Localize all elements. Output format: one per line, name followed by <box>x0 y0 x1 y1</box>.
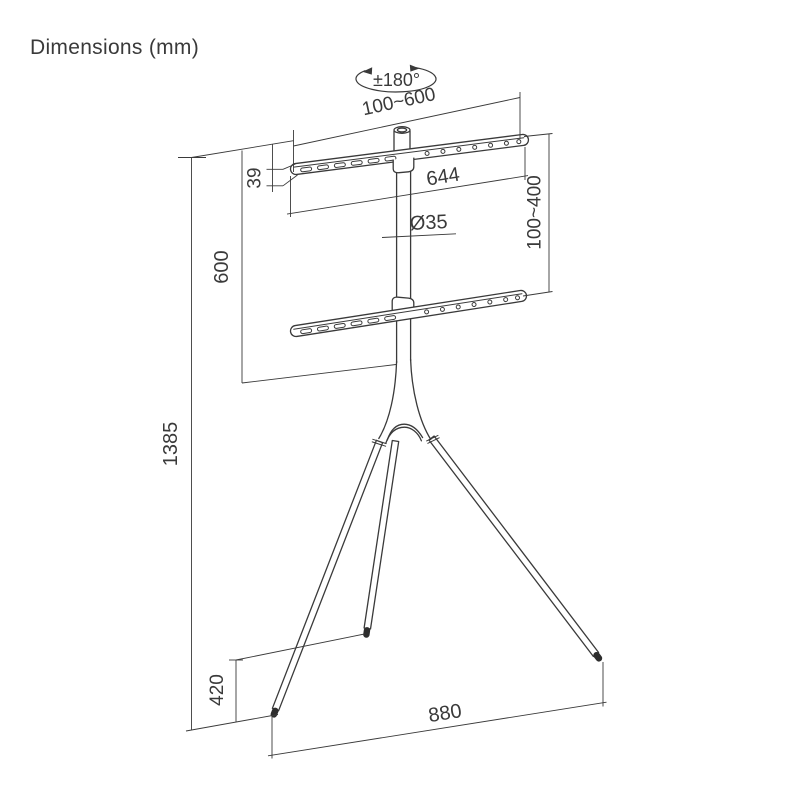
dim-rear-foot-height: 420 <box>207 633 365 722</box>
dim-upper-column-height: 600 <box>211 150 397 384</box>
center-pole <box>393 126 411 152</box>
page-title: Dimensions (mm) <box>30 36 199 59</box>
total-height-label: 1385 <box>160 422 182 467</box>
bracket-holes <box>424 139 522 156</box>
rotation-range-label: ±180° <box>373 70 420 90</box>
dim-bracket-vertical-range: 100~400 <box>522 133 553 297</box>
front-left-leg <box>271 439 384 712</box>
dim-bracket-end-height: 39 <box>245 144 298 192</box>
foot-cap <box>363 627 371 638</box>
rotation-arrow-icon <box>362 67 373 75</box>
front-right-leg <box>428 435 600 658</box>
rotation-arrow-icon <box>409 64 420 72</box>
center-pole-lower <box>395 318 412 364</box>
rear-leg <box>363 439 400 630</box>
upper-column-height-label: 600 <box>211 250 233 283</box>
dim-pole-diameter: Ø35 <box>381 211 457 238</box>
bracket-length-label: 644 <box>425 164 461 191</box>
rear-foot-height-label: 420 <box>207 674 228 706</box>
bracket-slots <box>300 155 397 173</box>
tripod-junction <box>371 358 440 447</box>
tripod-legs <box>270 435 603 718</box>
center-pole-mid <box>395 170 412 301</box>
rotation-indicator: ±180° <box>355 64 437 93</box>
foot-cap <box>270 707 279 718</box>
foot-cap <box>593 651 603 662</box>
dim-base-width: 880 <box>267 662 607 759</box>
dim-total-height: 1385 <box>160 140 294 732</box>
bracket-slots <box>300 315 397 335</box>
bracket-holes <box>424 295 521 315</box>
pole-diameter-label: Ø35 <box>409 211 448 235</box>
bracket-vertical-range-label: 100~400 <box>525 175 546 250</box>
base-width-label: 880 <box>427 700 463 727</box>
pole-collar-top <box>392 157 415 174</box>
bracket-end-height-label: 39 <box>245 167 266 188</box>
dim-bracket-length: 644 <box>286 147 529 217</box>
top-vesa-bracket <box>289 133 530 176</box>
bottom-vesa-bracket <box>289 289 528 338</box>
